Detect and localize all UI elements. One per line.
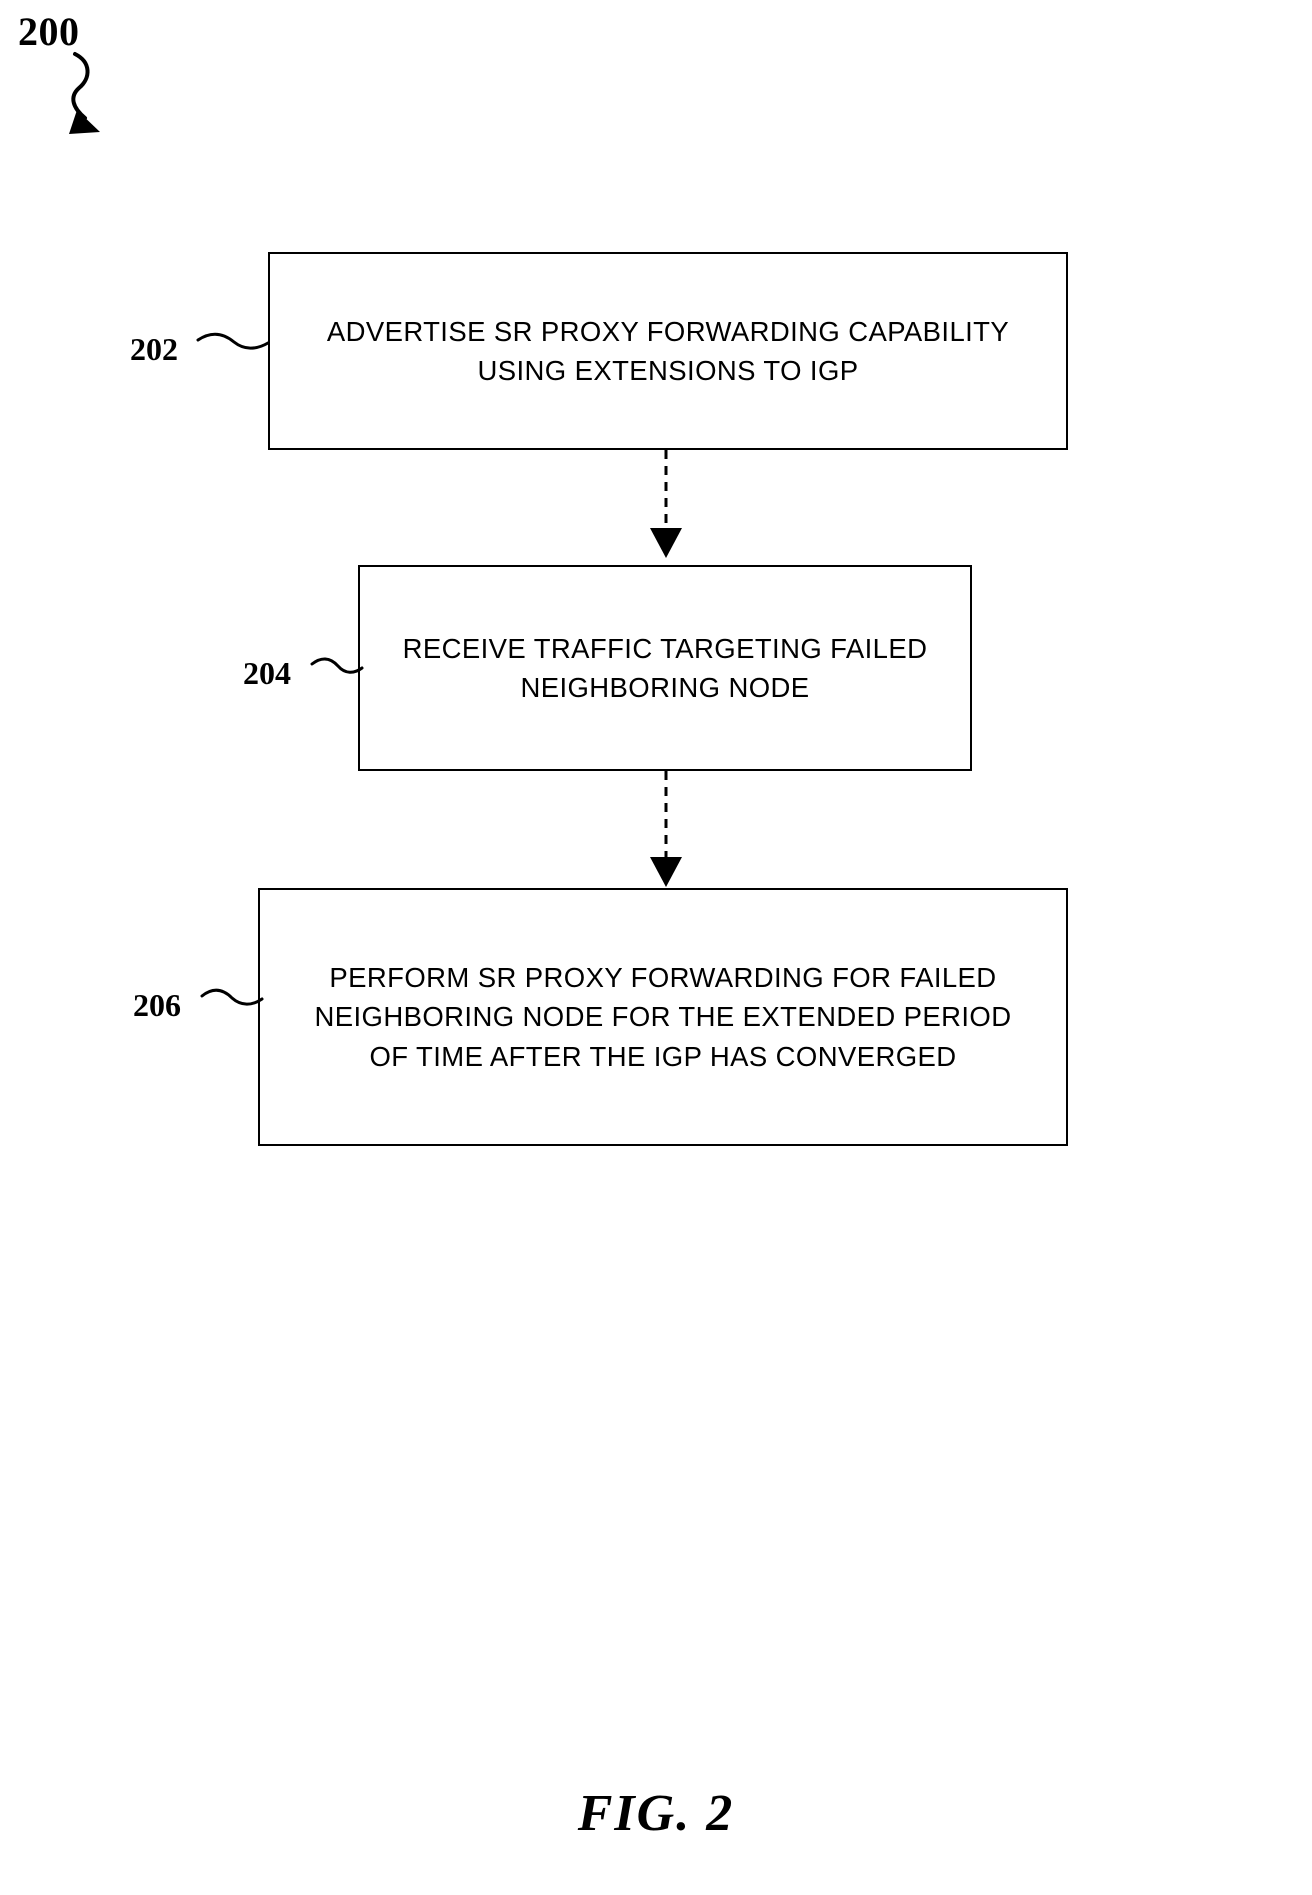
figure-200-leader-arrow [55, 48, 125, 138]
process-box-206-text: PERFORM SR PROXY FORWARDING FOR FAILED N… [314, 962, 1012, 1072]
reference-numeral-204: 204 [243, 655, 291, 691]
reference-numeral-202: 202 [130, 331, 178, 367]
leader-line-202 [196, 330, 272, 356]
reference-numeral-206: 206 [133, 987, 181, 1023]
leader-line-206 [200, 986, 264, 1012]
process-box-204[interactable]: RECEIVE TRAFFIC TARGETING FAILED NEIGHBO… [358, 565, 972, 771]
connector-arrow-204-to-206 [645, 771, 687, 889]
figure-number-200: 200 [18, 9, 80, 54]
process-box-202-text: ADVERTISE SR PROXY FORWARDING CAPABILITY… [326, 315, 1010, 386]
process-box-202[interactable]: ADVERTISE SR PROXY FORWARDING CAPABILITY… [268, 252, 1068, 450]
figure-caption: FIG. 2 [577, 1785, 735, 1842]
leader-line-204 [310, 655, 364, 681]
connector-arrow-202-to-204 [645, 450, 687, 560]
process-box-206[interactable]: PERFORM SR PROXY FORWARDING FOR FAILED N… [258, 888, 1068, 1146]
process-box-204-text: RECEIVE TRAFFIC TARGETING FAILED NEIGHBO… [402, 632, 928, 703]
